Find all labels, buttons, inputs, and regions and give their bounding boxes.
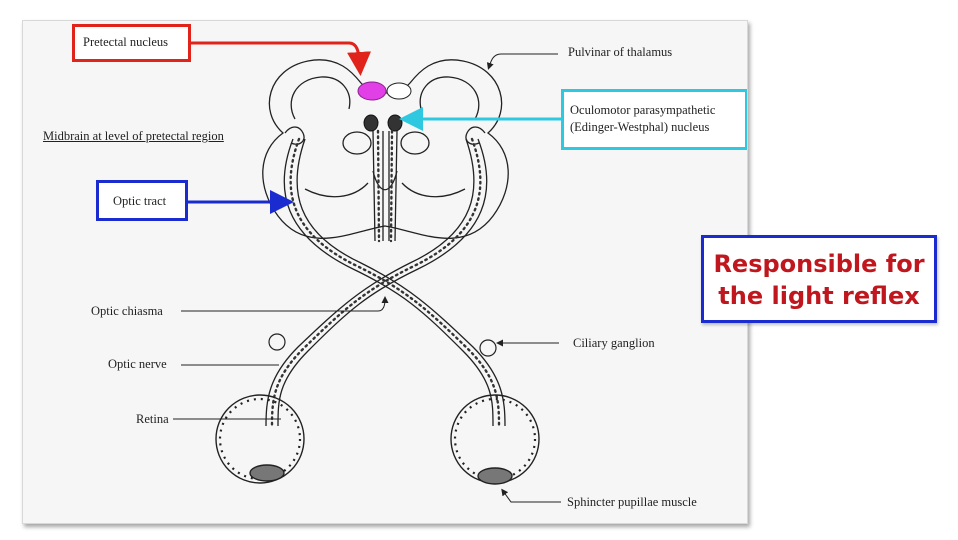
- optic-tract-text: Optic tract: [113, 194, 167, 208]
- optic-nerve-label: Optic nerve: [108, 357, 167, 371]
- ew-nucleus-label: Oculomotor parasympathetic (Edinger-West…: [561, 89, 747, 150]
- ciliary-ganglion-right: [479, 339, 497, 357]
- callout-line2: the light reflex: [718, 282, 920, 310]
- edinger-westphal-nuclei: [363, 114, 403, 132]
- diagram-figure: Pretectal nucleus Pulvinar of thalamus M…: [22, 20, 748, 524]
- ciliary-ganglion-left: [268, 333, 286, 351]
- pretectal-nucleus-label: Pretectal nucleus: [72, 24, 191, 62]
- dotted-fibres: [270, 129, 501, 428]
- optic-tract-label: Optic tract: [96, 180, 188, 221]
- pulvinar-label: Pulvinar of thalamus: [568, 45, 673, 59]
- left-eye: [215, 394, 305, 484]
- retina-label: Retina: [136, 412, 169, 426]
- pretectal-nucleus-highlight: [357, 81, 387, 101]
- leader-lines: [173, 53, 561, 503]
- brain-outline: [262, 59, 509, 239]
- pretectal-arrow: [191, 41, 372, 76]
- light-reflex-pathway-drawing: [173, 41, 561, 503]
- pretectal-nucleus-text: Pretectal nucleus: [83, 35, 169, 49]
- ew-label-line2: (Edinger-Westphal) nucleus: [570, 120, 710, 134]
- callout-line1: Responsible for: [713, 250, 925, 278]
- sphincter-pupillae-label: Sphincter pupillae muscle: [567, 495, 697, 509]
- ciliary-ganglion-label: Ciliary ganglion: [573, 336, 655, 350]
- ew-label-line1: Oculomotor parasympathetic: [570, 103, 716, 117]
- right-eye: [450, 394, 540, 485]
- optic-chiasma-label: Optic chiasma: [91, 304, 163, 318]
- midbrain-title: Midbrain at level of pretectal region: [43, 129, 224, 143]
- optic-pathways: [265, 130, 506, 427]
- light-reflex-callout: Responsible for the light reflex: [701, 235, 937, 323]
